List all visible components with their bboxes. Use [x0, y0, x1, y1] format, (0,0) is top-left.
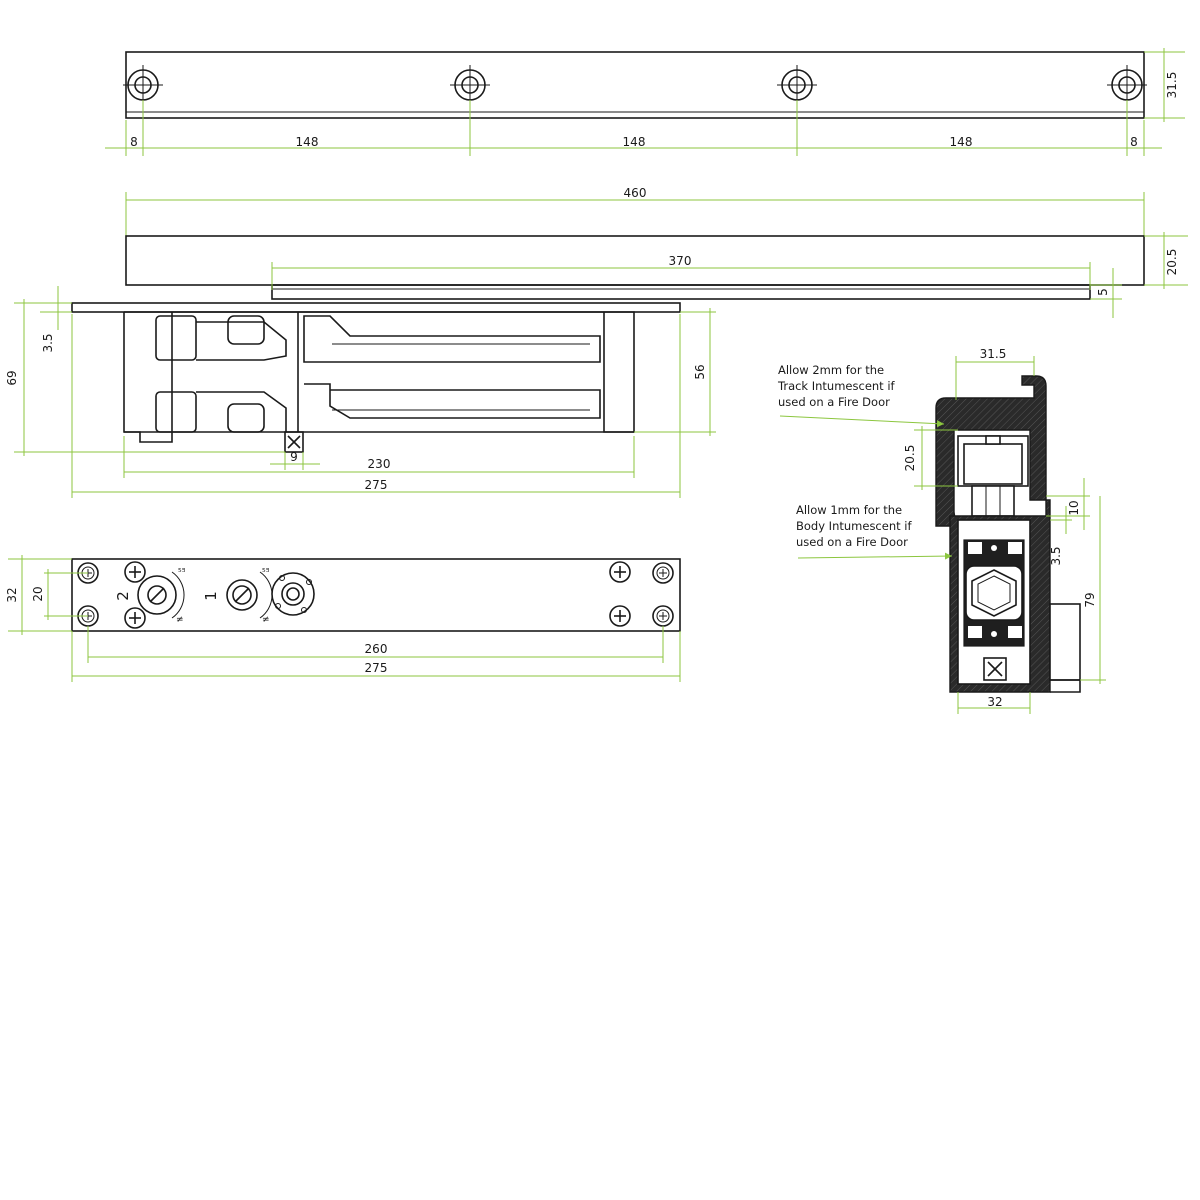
- dim-track-side-height: 20.5: [1165, 249, 1179, 276]
- dim-spindle-offset: 9: [290, 450, 298, 464]
- plate-screw: [609, 561, 631, 583]
- dim-section-track-depth: 20.5: [903, 445, 917, 472]
- body-chamber: [155, 315, 197, 361]
- dim-track-height: 31.5: [1165, 72, 1179, 99]
- body-note-line-2: Body Intumescent if: [796, 519, 912, 533]
- dim-track-length: 460: [624, 186, 647, 200]
- dim-section-body-depth: 79: [1083, 592, 1097, 607]
- dim-track-right-offset: 8: [1130, 135, 1138, 149]
- body-note-line-1: Allow 1mm for the: [796, 503, 902, 517]
- dim-plate-height: 32: [5, 587, 19, 602]
- plate-screw: [609, 605, 631, 627]
- dim-section-offset: 3.5: [1049, 546, 1063, 565]
- plate-screw: [124, 561, 146, 583]
- dim-track-left-offset: 8: [130, 135, 138, 149]
- plate-screw-hole: [652, 562, 674, 584]
- body-cylinder-bottom: [304, 383, 601, 419]
- slide-arm: [271, 284, 1091, 300]
- body-note-line-3: used on a Fire Door: [796, 535, 908, 549]
- section-view: Allow 2mm for the Track Intumescent if u…: [777, 347, 1106, 714]
- track-outline: [125, 51, 1145, 119]
- mounting-plate-side: [71, 302, 681, 313]
- valve-mark: ≠: [262, 615, 270, 625]
- dim-hole-spacing-h: 260: [365, 642, 388, 656]
- track-top-view: 8 148 148 148 8 31.5: [105, 48, 1185, 156]
- plate-screw-hole: [652, 605, 674, 627]
- slider-inner: [963, 443, 1023, 485]
- closer-body-right: [124, 311, 635, 433]
- dim-overall-height: 69: [5, 370, 19, 385]
- plate-view: ⁵ᴲ ≠ 2 ⁵ᴲ ≠ 1 32 20 260: [5, 555, 681, 682]
- dim-side-plate-length: 275: [365, 478, 388, 492]
- dim-plate-length: 275: [365, 661, 388, 675]
- track-screw-hole: [777, 65, 817, 105]
- dim-body-height: 56: [693, 364, 707, 379]
- arm-bracket: [1049, 603, 1081, 681]
- body-piston-bottom: [196, 391, 287, 432]
- valve-mark: ⁵ᴲ: [178, 568, 186, 578]
- valve-mark: ≠: [176, 615, 184, 625]
- dim-hole-spacing-v: 20: [31, 586, 45, 601]
- dim-track-spacing-2: 148: [623, 135, 646, 149]
- dim-section-body-width: 32: [987, 695, 1002, 709]
- dim-plate-thickness: 3.5: [41, 333, 55, 352]
- side-view: 460 370 20.5 5: [5, 186, 1188, 498]
- track-screw-hole: [123, 65, 163, 105]
- track-note-leader: [779, 415, 945, 428]
- track-note-line-2: Track Intumescent if: [777, 379, 896, 393]
- spindle: [284, 431, 304, 453]
- track-note-line-1: Allow 2mm for the: [778, 363, 884, 377]
- dim-arm-length: 370: [669, 254, 692, 268]
- hex-spindle: [971, 569, 1017, 617]
- body-piston-top: [196, 321, 287, 361]
- valve-mark: ⁵ᴲ: [262, 568, 270, 578]
- adjust-valve-1: ⁵ᴲ ≠: [226, 568, 273, 625]
- track-note-line-3: used on a Fire Door: [778, 395, 890, 409]
- body-chamber: [155, 391, 197, 433]
- dim-track-spacing-1: 148: [296, 135, 319, 149]
- body-note-leader: [797, 552, 953, 560]
- dim-body-length: 230: [368, 457, 391, 471]
- body-cylinder-top: [303, 315, 601, 363]
- plate-outline: [71, 558, 681, 632]
- plate-screw: [124, 607, 146, 629]
- dim-track-spacing-3: 148: [950, 135, 973, 149]
- dim-section-gap: 10: [1067, 500, 1081, 515]
- track-side: [125, 235, 1145, 286]
- track-screw-hole: [450, 65, 490, 105]
- track-section: [935, 375, 1047, 527]
- track-screw-hole: [1107, 65, 1147, 105]
- dim-section-track-width: 31.5: [980, 347, 1007, 361]
- spindle-hub: [271, 572, 315, 616]
- link-post: [971, 485, 1015, 517]
- closer-body-left: [123, 312, 173, 443]
- adjust-valve-2: ⁵ᴲ ≠: [137, 568, 186, 625]
- dim-arm-height: 5: [1096, 288, 1110, 296]
- valve-label-1: 1: [202, 591, 220, 601]
- valve-label-2: 2: [114, 591, 132, 601]
